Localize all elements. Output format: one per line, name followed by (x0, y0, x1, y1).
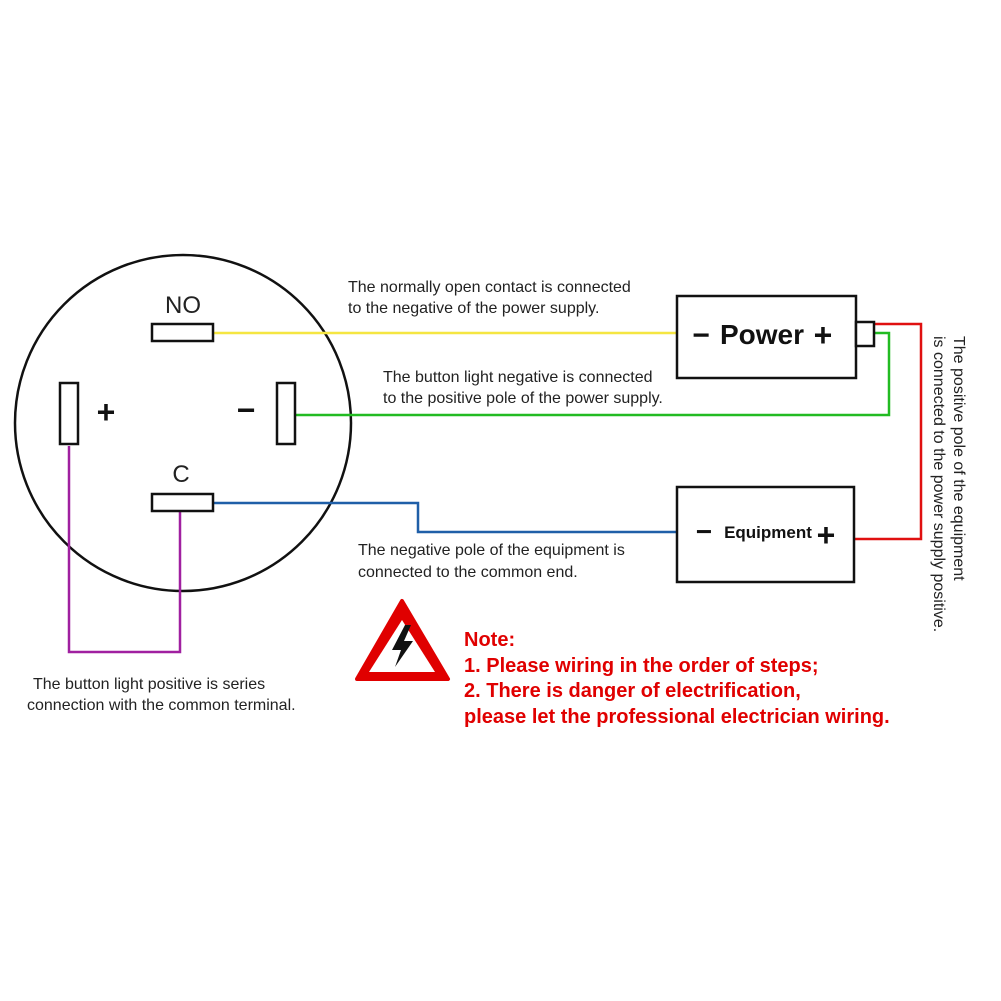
high-voltage-warning-icon (355, 599, 450, 681)
annotation-line: is connected to the power supply positiv… (930, 336, 947, 632)
power-minus: − (692, 319, 710, 352)
wire-light-positive-to-common (67, 446, 182, 654)
equipment-minus: − (696, 516, 712, 547)
annotation-line: connected to the common end. (358, 564, 578, 581)
terminal-c (150, 492, 215, 513)
annotation-equipment-positive: The positive pole of the equipment is co… (930, 336, 967, 632)
power-connector (854, 320, 876, 348)
annotation-line: The negative pole of the equipment is (358, 542, 625, 559)
note-line: 2. There is danger of electrification, (464, 680, 801, 702)
power-plus: + (814, 317, 833, 353)
power-box (675, 294, 858, 380)
no-label: NO (165, 292, 201, 319)
wires (67, 322, 923, 654)
plus-symbol: + (97, 394, 116, 430)
annotation-light-negative: The button light negative is connected t… (383, 369, 663, 407)
annotation-line: to the negative of the power supply. (348, 300, 599, 317)
equipment-plus: + (817, 517, 836, 553)
annotation-equipment-negative: The negative pole of the equipment is co… (358, 542, 625, 581)
wire-equipment-positive-to-power-positive (854, 322, 923, 541)
minus-symbol: − (237, 392, 256, 428)
terminal-light-positive (58, 381, 80, 446)
annotation-line: to the positive pole of the power supply… (383, 390, 663, 407)
wire-c-to-equipment-negative (213, 501, 676, 534)
annotation-line: The button light positive is series (33, 676, 265, 693)
annotation-line: The positive pole of the equipment (950, 336, 967, 581)
note-line: 1. Please wiring in the order of steps; (464, 655, 819, 677)
power-label: Power (720, 319, 804, 350)
annotation-no-contact: The normally open contact is connected t… (348, 279, 631, 317)
note-title: Note: (464, 629, 515, 651)
note-block: Note: 1. Please wiring in the order of s… (464, 629, 890, 728)
terminal-no (150, 322, 215, 343)
annotation-line: connection with the common terminal. (27, 697, 296, 714)
c-label: C (172, 461, 189, 488)
annotation-line: The normally open contact is connected (348, 279, 631, 296)
annotation-line: The button light negative is connected (383, 369, 653, 386)
terminal-light-negative (275, 381, 297, 446)
switch-body (13, 253, 353, 593)
equipment-box (675, 485, 856, 584)
wire-light-negative-to-power-positive (296, 331, 891, 417)
annotation-light-positive: The button light positive is series conn… (27, 676, 296, 714)
equipment-label: Equipment (724, 523, 812, 542)
note-line: please let the professional electrician … (464, 706, 890, 728)
